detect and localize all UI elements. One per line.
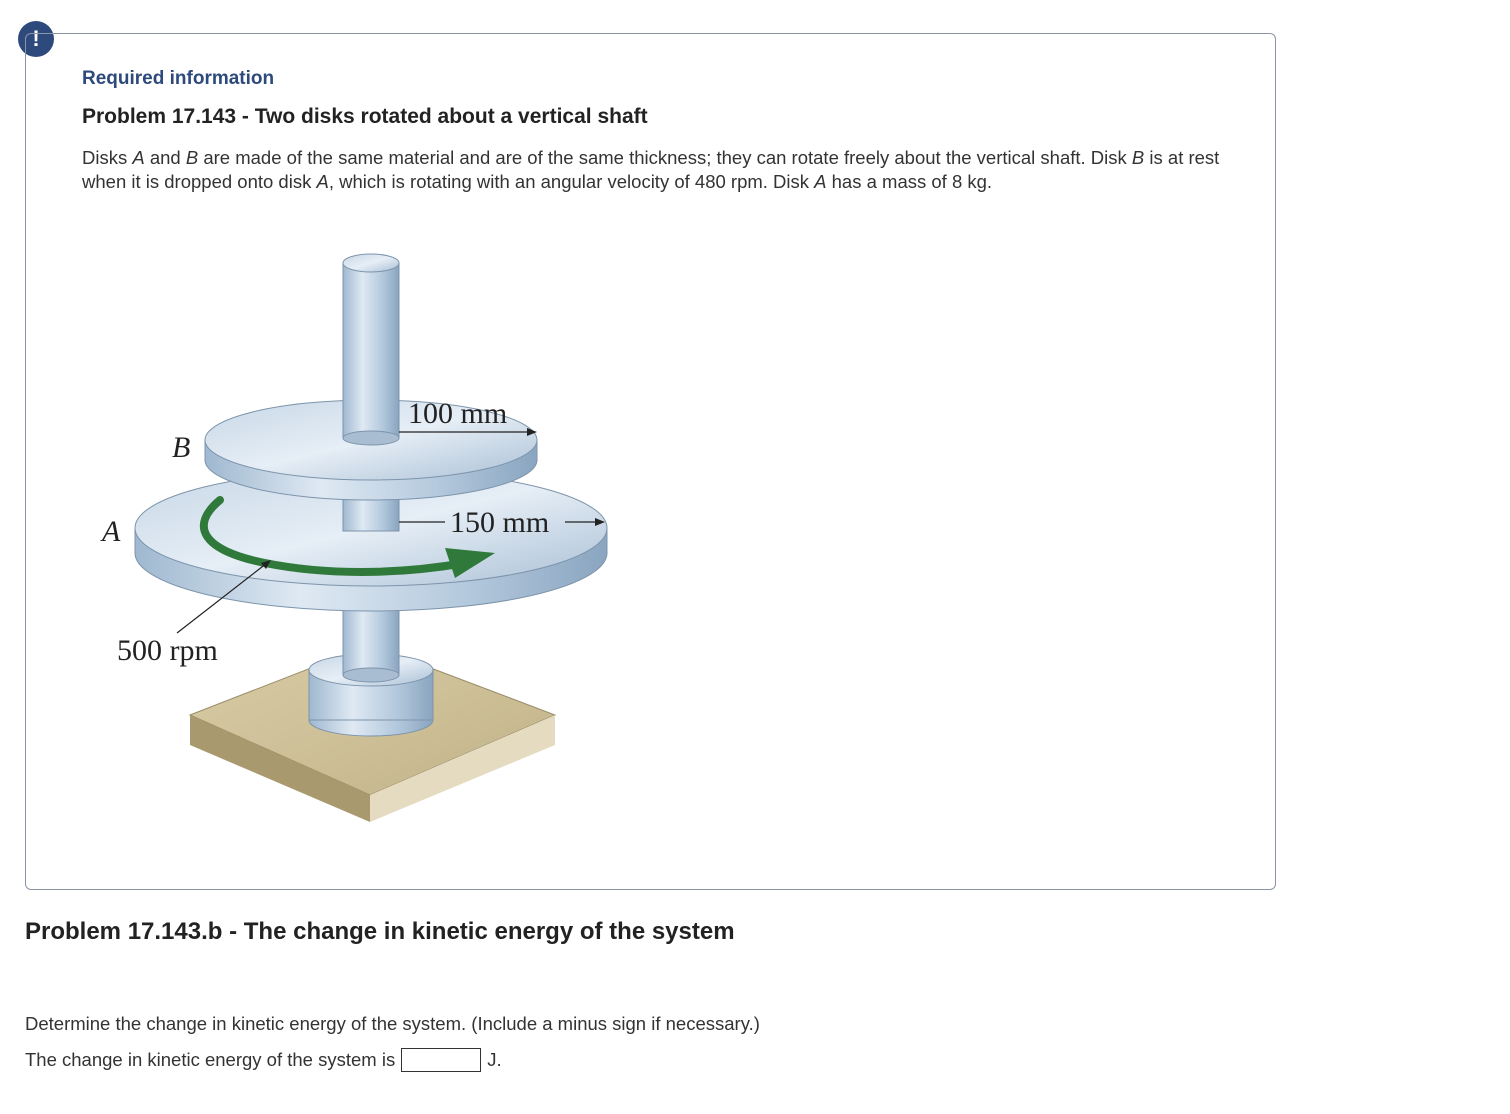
upper-shaft	[342, 262, 400, 439]
disks-figure: 100 mm 150 mm B A 500 rpm	[95, 245, 615, 830]
part-b-question: Determine the change in kinetic energy o…	[25, 1013, 760, 1034]
answer-row: The change in kinetic energy of the syst…	[25, 1048, 502, 1072]
radius-b-label: 100 mm	[408, 397, 507, 430]
disk-b-label: B	[172, 431, 190, 464]
rotation-arrow	[199, 496, 469, 576]
lower-shaft	[342, 604, 400, 676]
problem-description: Disks A and B are made of the same mater…	[82, 147, 1220, 192]
answer-prefix: The change in kinetic energy of the syst…	[25, 1049, 396, 1070]
part-b-title: Problem 17.143.b - The change in kinetic…	[25, 918, 735, 945]
base-plate-left-side	[190, 715, 370, 822]
kinetic-energy-answer-input[interactable]	[401, 1048, 482, 1072]
radius-a-label: 150 mm	[450, 506, 549, 539]
shaft-top	[342, 253, 400, 273]
disk-a-label: A	[100, 515, 121, 548]
rotation-arrowhead	[445, 548, 495, 578]
problem-title: Problem 17.143 - Two disks rotated about…	[82, 105, 648, 128]
required-info-panel	[25, 33, 1276, 890]
required-info-heading: Required information	[82, 68, 275, 89]
base-plate-right-side	[370, 715, 555, 822]
alert-icon: !	[18, 21, 54, 57]
speed-label: 500 rpm	[117, 634, 218, 667]
answer-unit: J.	[487, 1049, 502, 1070]
